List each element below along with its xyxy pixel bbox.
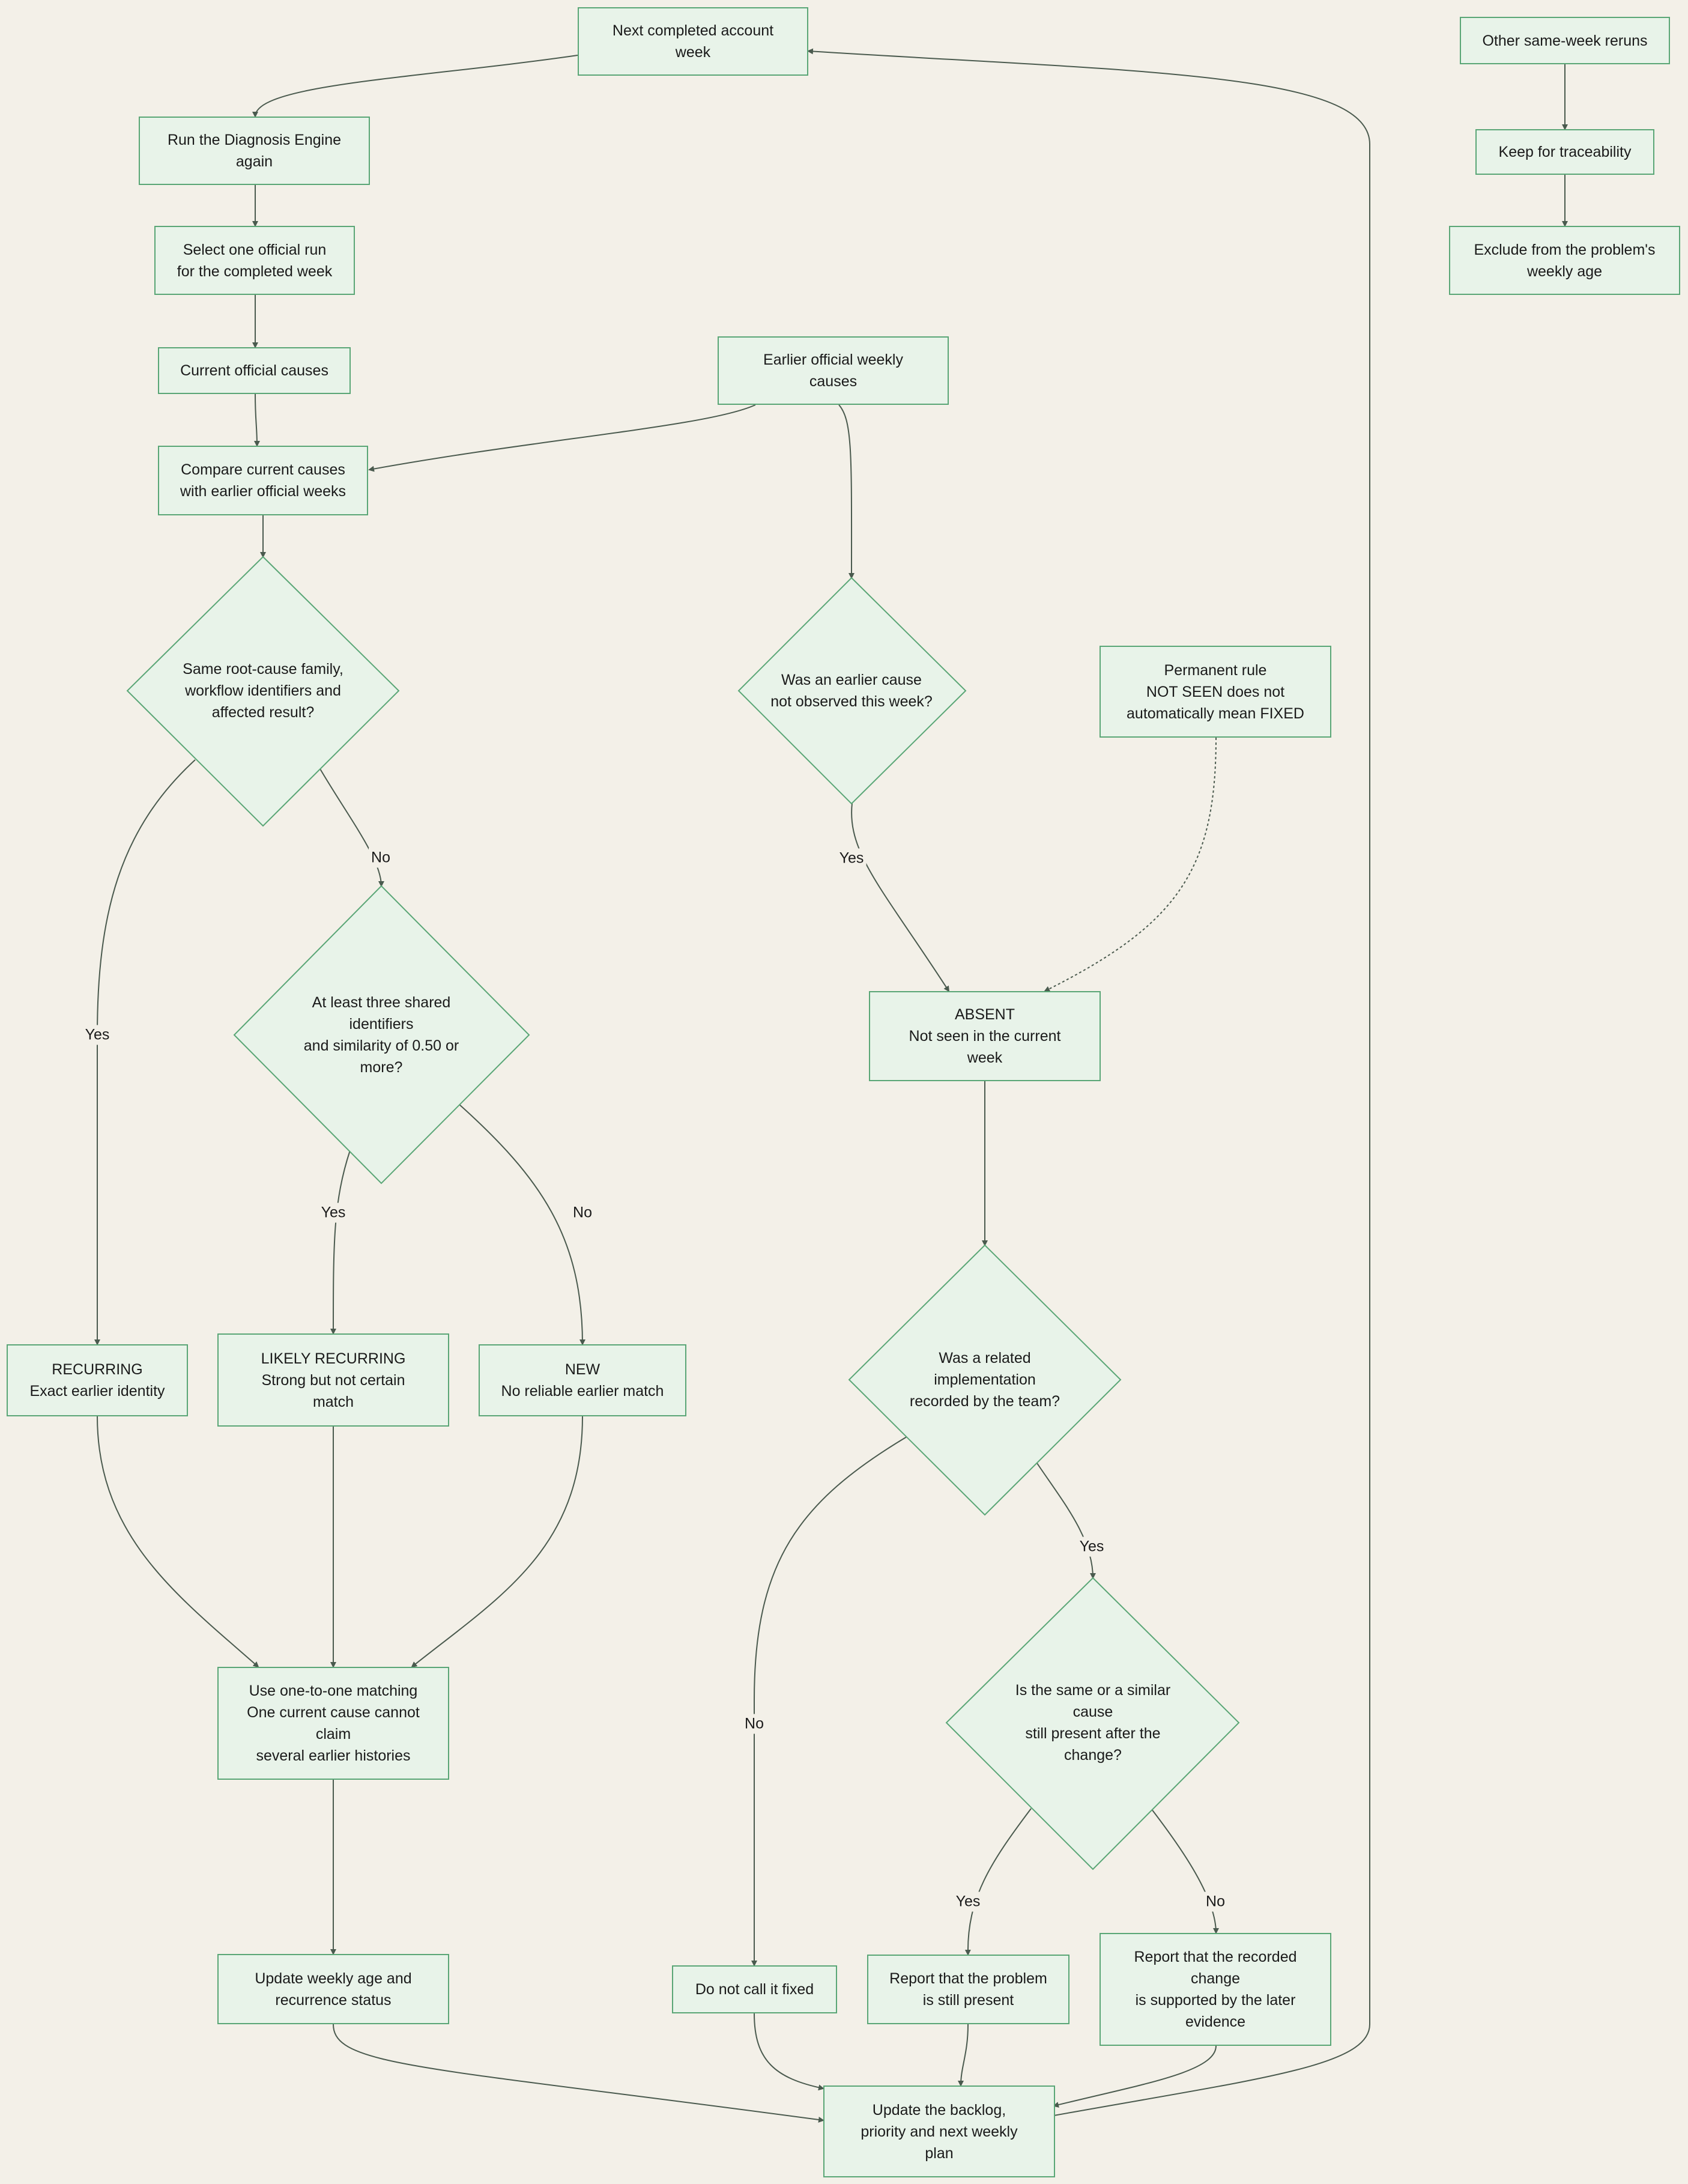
label-three-shared-yes: Yes	[318, 1203, 348, 1223]
edge-stillpresent-to-backlog	[958, 2024, 969, 2087]
edge-rule-to-absent	[1044, 737, 1217, 992]
label-three-shared-no: No	[570, 1203, 594, 1223]
node-likely-recurring: LIKELY RECURRING Strong but not certain …	[217, 1333, 449, 1427]
node-problem-still-present: Report that the problem is still present	[867, 1955, 1069, 2024]
diamond-still-present-text: Is the same or a similar cause still pre…	[1015, 1682, 1171, 1764]
diamond-same-family	[126, 556, 400, 827]
edge-updateage-to-backlog	[333, 2024, 824, 2123]
node-select-official-run: Select one official run for the complete…	[154, 226, 355, 295]
edge-earlier-to-notobserved	[838, 404, 855, 579]
node-update-backlog: Update the backlog, priority and next we…	[823, 2085, 1055, 2177]
edge-samefamily-yes	[94, 759, 196, 1345]
edge-backlog-to-next	[807, 48, 1370, 2116]
label-same-family-yes: Yes	[82, 1025, 112, 1045]
node-next-completed-week: Next completed account week	[578, 7, 808, 76]
edge-earlier-to-compare	[368, 404, 756, 472]
edge-stillpresent-no	[1151, 1808, 1219, 1934]
node-same-week-reruns: Other same-week reruns	[1460, 17, 1670, 64]
diamond-related-impl	[848, 1244, 1122, 1516]
edge-samefamily-no	[319, 768, 384, 887]
edge-supported-to-backlog	[1053, 2045, 1217, 2108]
diamond-still-present	[945, 1577, 1240, 1870]
label-still-present-yes: Yes	[953, 1891, 983, 1912]
edge-related-yes	[1036, 1463, 1096, 1579]
node-current-official-causes: Current official causes	[158, 347, 351, 394]
edge-threeshared-no	[458, 1103, 585, 1345]
edge-related-no	[751, 1436, 907, 1967]
diamond-three-shared	[233, 885, 530, 1185]
edge-stillpresent-yes	[964, 1808, 1032, 1956]
diamond-related-impl-text: Was a related implementation recorded by…	[909, 1350, 1060, 1410]
node-earlier-official-causes: Earlier official weekly causes	[718, 336, 949, 405]
label-not-observed-yes: Yes	[836, 848, 867, 869]
edge-next-to-run	[252, 55, 578, 118]
node-change-supported: Report that the recorded change is suppo…	[1100, 1933, 1331, 2046]
edge-notobserved-yes	[851, 802, 950, 992]
diamond-same-family-text: Same root-cause family, workflow identif…	[183, 661, 343, 721]
edge-recurring-to-onetoone	[97, 1416, 259, 1668]
diamond-not-observed	[737, 577, 967, 805]
label-related-impl-yes: Yes	[1077, 1536, 1107, 1557]
diamond-three-shared-text: At least three shared identifiers and si…	[303, 994, 459, 1076]
node-one-to-one-matching: Use one-to-one matching One current caus…	[217, 1667, 449, 1780]
node-keep-traceability: Keep for traceability	[1475, 129, 1654, 175]
node-compare-causes: Compare current causes with earlier offi…	[158, 446, 368, 515]
label-related-impl-no: No	[742, 1714, 766, 1734]
node-absent: ABSENT Not seen in the current week	[869, 991, 1101, 1081]
node-do-not-call-fixed: Do not call it fixed	[672, 1965, 837, 2013]
label-same-family-no: No	[369, 848, 393, 868]
node-update-weekly-age: Update weekly age and recurrence status	[217, 1954, 449, 2024]
edge-threeshared-yes	[330, 1150, 351, 1335]
node-new: NEW No reliable earlier match	[479, 1344, 686, 1416]
node-exclude-weekly-age: Exclude from the problem's weekly age	[1449, 226, 1680, 295]
node-recurring: RECURRING Exact earlier identity	[7, 1344, 188, 1416]
label-still-present-no: No	[1203, 1891, 1227, 1912]
edge-new-to-onetoone	[411, 1416, 583, 1668]
node-run-diagnosis-engine: Run the Diagnosis Engine again	[139, 117, 370, 185]
node-permanent-rule: Permanent rule NOT SEEN does not automat…	[1100, 646, 1331, 738]
diamond-not-observed-text: Was an earlier cause not observed this w…	[770, 672, 933, 710]
edge-notfixed-to-backlog	[754, 2013, 824, 2091]
edge-current-to-compare	[253, 393, 260, 447]
